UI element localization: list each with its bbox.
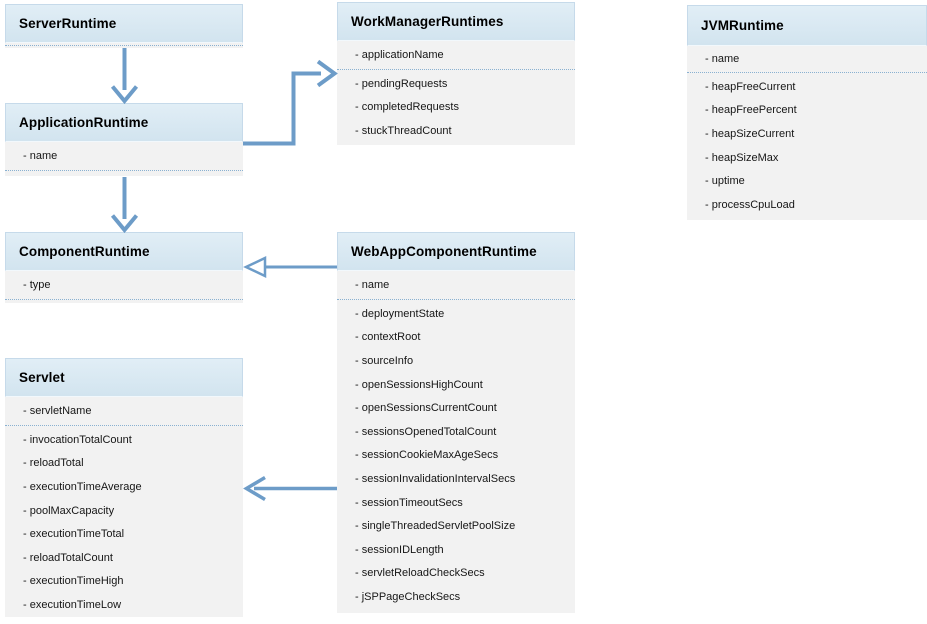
attribute-row: - sessionIDLength [355, 543, 444, 556]
secondary-attributes [5, 46, 243, 48]
connector-application-to-component [110, 177, 139, 234]
class-title-text: Servlet [19, 370, 65, 385]
class-title-servlet: Servlet [5, 358, 243, 397]
class-box-component-runtime[interactable]: ComponentRuntime - type [5, 232, 243, 303]
secondary-attributes: - pendingRequests - completedRequests - st… [337, 70, 575, 143]
attribute-row: - sessionsOpenedTotalCount [355, 425, 497, 438]
attribute-row: - servletReloadCheckSecs [355, 567, 485, 580]
attribute-row: - type [23, 279, 51, 291]
class-title-server-runtime: ServerRuntime [5, 4, 243, 43]
class-title-text: ApplicationRuntime [19, 115, 149, 130]
attribute-row: - deploymentState [355, 307, 445, 320]
attribute-row: - processCpuLoad [705, 198, 795, 211]
arrowhead-hollow-triangle [243, 256, 267, 278]
primary-attributes: - name [337, 271, 575, 300]
primary-attributes [5, 43, 243, 46]
attribute-row: - sourceInfo [355, 354, 414, 367]
secondary-attributes [5, 171, 243, 173]
class-box-jvm-runtime[interactable]: JVMRuntime - name - heapFreeCurrent- hea… [687, 5, 927, 220]
connector-webapp-to-servlet [243, 475, 337, 502]
class-box-web-app-component-runtime[interactable]: WebAppComponentRuntime - name - deployme… [337, 232, 575, 613]
attribute-row: - servletName [23, 405, 92, 417]
class-title-work-manager-runtimes: WorkManagerRuntimes [337, 2, 575, 41]
attribute-row: - executionTimeTotal [23, 528, 125, 541]
attribute-row: - openSessionsHighCount [355, 378, 483, 391]
primary-attributes: - name [687, 46, 927, 73]
class-box-servlet[interactable]: Servlet - servletName - invocationTotalC… [5, 358, 243, 617]
attribute-row: - openSessionsCurrentCount [355, 402, 497, 415]
connector-application-to-workmanager [243, 59, 338, 146]
attribute-row: - executionTimeAverage [23, 480, 142, 493]
class-title-text: WorkManagerRuntimes [351, 14, 504, 29]
attribute-row: - stuckThreadCount [355, 124, 452, 137]
connector-webapp-to-component [243, 256, 337, 278]
connector-server-to-application [110, 48, 139, 105]
arrowhead-open-left [243, 475, 266, 502]
attribute-row: - reloadTotal [23, 457, 84, 470]
attribute-row: - name [355, 279, 390, 291]
attribute-row: - sessionCookieMaxAgeSecs [355, 449, 499, 462]
secondary-attributes [5, 300, 243, 302]
arrowhead-open-down [110, 85, 139, 105]
attribute-row: - reloadTotalCount [23, 551, 113, 564]
attribute-row: - sessionTimeoutSecs [355, 496, 463, 509]
attribute-row: - executionTimeHigh [23, 575, 124, 588]
class-box-server-runtime[interactable]: ServerRuntime [5, 4, 243, 48]
attribute-row: - executionTimeLow [23, 598, 122, 611]
attribute-row: - heapSizeMax [705, 151, 779, 164]
arrowhead-open-right [316, 59, 338, 88]
attribute-row: - sessionInvalidationIntervalSecs [355, 472, 516, 485]
class-title-text: ComponentRuntime [19, 244, 150, 259]
arrowhead-open-down [110, 214, 139, 234]
class-title-jvm-runtime: JVMRuntime [687, 5, 927, 46]
class-title-web-app-component-runtime: WebAppComponentRuntime [337, 232, 575, 271]
primary-attributes: - type [5, 271, 243, 300]
class-box-application-runtime[interactable]: ApplicationRuntime - name [5, 103, 243, 176]
attribute-row: - poolMaxCapacity [23, 504, 115, 517]
attribute-row: - contextRoot [355, 331, 421, 344]
attribute-row: - name [23, 150, 58, 162]
secondary-attributes: - heapFreeCurrent - heapFreePercent - heap… [687, 73, 927, 217]
attribute-row: - heapFreePercent [705, 104, 797, 117]
attribute-row: - heapSizeCurrent [705, 127, 795, 140]
class-box-work-manager-runtimes[interactable]: WorkManagerRuntimes - applicationName - … [337, 2, 575, 145]
primary-attributes: - servletName [5, 397, 243, 426]
attribute-row: - jSPPageCheckSecs [355, 590, 461, 603]
attribute-row: - heapFreeCurrent [705, 80, 796, 93]
class-title-component-runtime: ComponentRuntime [5, 232, 243, 271]
primary-attributes: - name [5, 142, 243, 171]
class-title-text: JVMRuntime [701, 18, 784, 33]
attribute-row: - pendingRequests [355, 77, 448, 90]
secondary-attributes: - deploymentState - contextRoot - sourceIn… [337, 300, 575, 609]
attribute-row: - name [705, 53, 740, 65]
primary-attributes: - applicationName [337, 41, 575, 70]
attribute-row: - completedRequests [355, 101, 459, 114]
secondary-attributes: - invocationTotalCount - reloadTotal - exe… [5, 426, 243, 617]
attribute-row: - uptime [705, 175, 745, 188]
attribute-row: - singleThreadedServletPoolSize [355, 520, 516, 533]
class-title-text: ServerRuntime [19, 16, 117, 31]
attribute-row: - applicationName [355, 49, 444, 61]
class-title-application-runtime: ApplicationRuntime [5, 103, 243, 142]
attribute-row: - invocationTotalCount [23, 433, 132, 446]
class-title-text: WebAppComponentRuntime [351, 244, 537, 259]
